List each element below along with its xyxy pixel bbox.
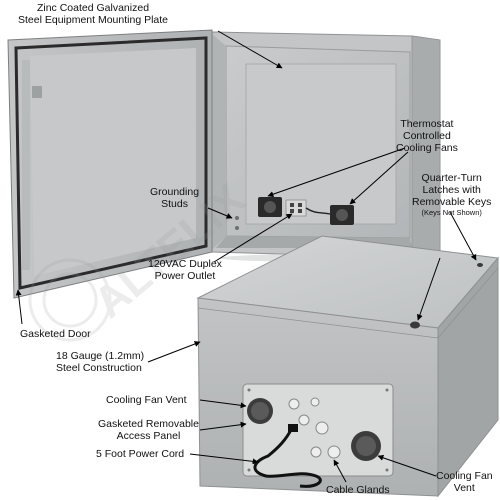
callout-duplex-line1: 120VAC Duplex (148, 258, 222, 270)
callout-steel-construction: 18 Gauge (1.2mm) Steel Construction (56, 350, 144, 374)
callout-gasketed-door-text: Gasketed Door (20, 328, 91, 340)
callout-duplex-line2: Power Outlet (154, 270, 216, 282)
arrow-steel-construction (147, 341, 201, 363)
callout-quarter-turn-latches: Quarter-Turn Latches with Removable Keys… (412, 172, 491, 217)
grounding-stud-2 (235, 226, 239, 230)
arrow-mounting-plate (217, 30, 283, 69)
panel-screw-2 (385, 388, 389, 392)
callout-steel-line1: 18 Gauge (1.2mm) (56, 350, 145, 362)
latch-keyhole-front (410, 321, 420, 329)
callout-steel-line2: Steel Construction (56, 362, 142, 374)
panel-screw-1 (247, 388, 251, 392)
duplex-outlet (285, 199, 307, 217)
callout-cable-glands-text: Cable Glands (326, 484, 390, 496)
callout-grounding-studs: Grounding Studs (150, 186, 199, 210)
callout-mounting-plate: Zinc Coated Galvanized Steel Equipment M… (18, 2, 168, 26)
callout-mounting-plate-line2: Steel Equipment Mounting Plate (18, 14, 169, 26)
arrow-power-cord (189, 453, 259, 465)
arrow-grounding (207, 207, 233, 219)
panel-screw-4 (385, 468, 389, 472)
fan-wiring (305, 207, 331, 215)
latch-keyhole-back (477, 263, 483, 267)
closed-cabinet-right (437, 256, 499, 498)
cable-gland-4 (315, 421, 329, 435)
callout-keys-note: (Keys Not Shown) (421, 208, 482, 217)
arrow-thermostat-2 (349, 151, 409, 205)
callout-grounding-line1: Grounding (150, 186, 200, 198)
arrow-cooling-vent-right (377, 454, 437, 477)
callout-arrows (15, 30, 477, 483)
thermostat-fan-right (330, 205, 354, 225)
callout-cooling-vent-right: Cooling Fan Vent (436, 470, 493, 494)
callout-cooling-vent-right-line1: Cooling Fan (436, 470, 493, 482)
arrow-access-panel (199, 421, 247, 431)
panel-screw-3 (247, 468, 251, 472)
door-gasket (14, 36, 208, 290)
callout-thermostat-fans: Thermostat Controlled Cooling Fans (396, 118, 458, 154)
arrow-cable-glands (333, 459, 347, 483)
closed-cabinet-seam (197, 267, 499, 339)
power-cord-plug (288, 424, 298, 432)
callout-thermostat-line3: Cooling Fans (396, 142, 458, 154)
arrow-duplex-outlet (213, 213, 293, 263)
callout-gasketed-door: Gasketed Door (20, 328, 91, 340)
arrow-cooling-vent-left (199, 399, 247, 409)
access-panel (242, 383, 394, 477)
callout-access-panel-line1: Gasketed Removable (98, 418, 199, 430)
door-inner-panel (30, 48, 196, 276)
callout-duplex-outlet: 120VAC Duplex Power Outlet (148, 258, 222, 282)
callout-access-panel-line2: Access Panel (116, 430, 181, 442)
thermostat-fan-left (258, 197, 282, 217)
callout-quarter-turn-line1: Quarter-Turn (421, 172, 482, 184)
grounding-stud-1 (235, 216, 239, 220)
callout-cooling-vent-right-line2: Vent (453, 482, 475, 494)
callout-grounding-line2: Studs (161, 198, 188, 210)
cabinet-interior-left-wall (212, 34, 226, 250)
callout-thermostat-line1: Thermostat (400, 118, 454, 130)
arrow-thermostat-1 (267, 147, 406, 198)
callout-quarter-turn-line2: Latches with (422, 184, 481, 196)
arrow-gasketed-door (15, 289, 23, 325)
callout-mounting-plate-line1: Zinc Coated Galvanized (36, 2, 150, 14)
callout-cooling-vent-left-text: Cooling Fan Vent (106, 394, 187, 406)
cable-gland-2 (310, 397, 320, 407)
callout-cooling-vent-left: Cooling Fan Vent (106, 394, 187, 406)
cable-gland-6 (310, 446, 322, 458)
callout-cable-glands: Cable Glands (326, 484, 390, 496)
cable-gland-5 (327, 445, 341, 459)
callout-power-cord-text: 5 Foot Power Cord (96, 448, 185, 460)
door-latch (32, 86, 42, 98)
cable-gland-3 (298, 414, 310, 426)
closed-cabinet (196, 235, 499, 498)
door-hinge-strip (22, 60, 30, 270)
arrow-quarter-turn-2 (416, 257, 441, 321)
arrow-quarter-turn-1 (449, 211, 477, 261)
cable-gland-1 (288, 398, 300, 410)
callout-power-cord: 5 Foot Power Cord (96, 448, 184, 460)
power-cord (253, 427, 322, 488)
callout-access-panel: Gasketed Removable Access Panel (98, 418, 199, 442)
callout-thermostat-line2: Controlled (403, 130, 451, 142)
callout-quarter-turn-line3: Removable Keys (412, 196, 492, 208)
